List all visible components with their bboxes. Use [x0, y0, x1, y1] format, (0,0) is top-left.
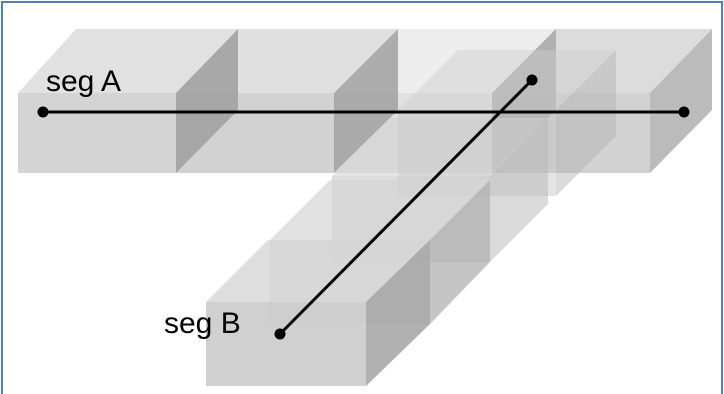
segment-b	[274, 74, 538, 340]
segment-b-label: seg B	[164, 307, 241, 340]
voxel-top-face	[18, 29, 238, 93]
voxel-top-face	[398, 50, 616, 110]
voxel-front-face	[18, 93, 176, 173]
voxel-side-face	[366, 240, 430, 386]
segment-a-label: seg A	[46, 65, 121, 98]
segment-a-end-point	[678, 106, 690, 118]
voxel-top-face	[270, 180, 490, 240]
voxel-side-face	[650, 29, 712, 173]
voxel-front-face	[206, 302, 366, 386]
voxel-side-face	[176, 29, 238, 173]
segment-a	[37, 106, 690, 118]
voxel-side-face	[334, 29, 398, 173]
segment-b-line	[278, 78, 534, 336]
segment-b-end-point	[526, 74, 538, 86]
voxel-side-face	[430, 180, 490, 324]
voxel-top-face	[206, 240, 430, 302]
voxel-side-face	[556, 50, 616, 196]
voxel-side-face	[490, 118, 548, 262]
voxel-top-face	[332, 118, 548, 176]
segment-b-start-point	[274, 328, 286, 340]
voxel-column-b	[206, 50, 616, 386]
segment-a-start-point	[37, 106, 49, 118]
